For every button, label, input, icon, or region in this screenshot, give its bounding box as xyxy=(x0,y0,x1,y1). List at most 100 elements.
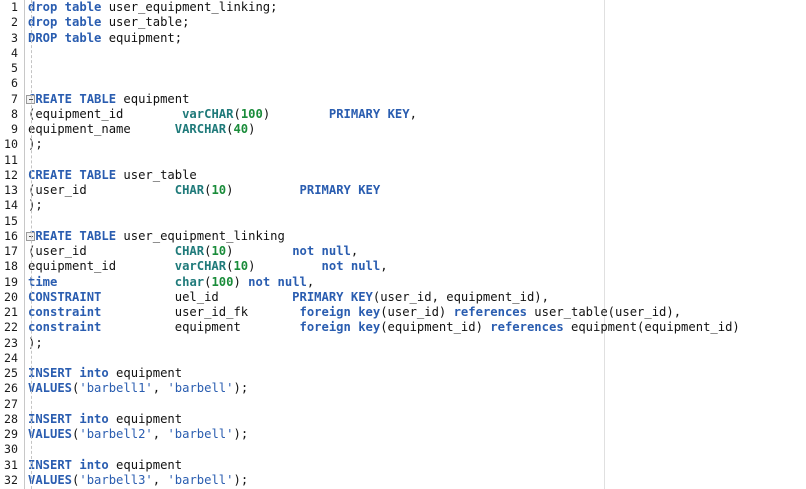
line-number: 18 xyxy=(4,259,18,274)
code-line[interactable]: 31 INSERT into equipment xyxy=(0,458,806,473)
line-number: 17 xyxy=(4,244,18,258)
indent-guide-line xyxy=(31,0,32,489)
token-pln: ( xyxy=(226,122,234,136)
line-content: INSERT into equipment xyxy=(28,412,182,427)
code-line[interactable]: 18 equipment_id varCHAR(10) not null, xyxy=(0,259,806,274)
line-number: 15 xyxy=(4,213,18,228)
token-pln: user_table(user_id), xyxy=(526,305,682,319)
code-line[interactable]: 27 xyxy=(0,397,806,412)
token-pln: ); xyxy=(233,381,249,396)
token-str: 'barbell3' xyxy=(79,472,153,487)
line-content: drop table user_table; xyxy=(28,15,189,30)
code-line[interactable]: 23); xyxy=(0,336,806,351)
token-pln: uel_id xyxy=(101,289,293,304)
token-pln: ( xyxy=(72,472,80,487)
token-typ: char xyxy=(174,274,205,289)
code-line[interactable]: 10); xyxy=(0,137,806,152)
line-number: 31 xyxy=(4,457,18,472)
token-pln: ) xyxy=(262,106,329,121)
token-kw: drop table xyxy=(28,0,102,14)
token-str: 'barbell1' xyxy=(79,381,153,396)
code-line[interactable]: 4 xyxy=(0,46,806,61)
line-content: INSERT into equipment xyxy=(28,366,182,381)
token-pln: user_id_fk xyxy=(101,305,300,319)
code-fold-collapse-icon[interactable] xyxy=(26,231,35,241)
line-content: equipment_id varCHAR(10) not null, xyxy=(28,259,388,274)
line-number: 13 xyxy=(4,183,18,197)
code-fold-collapse-icon[interactable] xyxy=(26,94,35,104)
token-typ: CHAR xyxy=(174,183,205,197)
right-margin-ruler xyxy=(604,0,605,489)
token-pln: equipment_name xyxy=(28,122,175,136)
token-pln: equipment(equipment_id) xyxy=(563,320,740,335)
code-line[interactable]: 6 xyxy=(0,76,806,91)
token-kw: PRIMARY KEY xyxy=(292,289,373,304)
token-kw: foreign key xyxy=(299,305,381,319)
code-line[interactable]: 15 xyxy=(0,214,806,229)
token-pln: equipment xyxy=(108,411,183,426)
code-line[interactable]: 13(user_id CHAR(10) PRIMARY KEY xyxy=(0,183,806,198)
token-pln: ( xyxy=(204,244,212,258)
token-kw: VALUES xyxy=(28,427,73,441)
token-kw: CONSTRAINT xyxy=(28,289,102,304)
code-line[interactable]: 14); xyxy=(0,198,806,213)
token-pln: ( xyxy=(72,427,80,441)
token-pln: user_equipment_linking xyxy=(116,228,285,243)
line-content: (user_id CHAR(10) not null, xyxy=(28,244,358,259)
token-kw: not null xyxy=(248,274,307,289)
token-kw: PRIMARY KEY xyxy=(299,183,381,197)
code-line[interactable]: 25 INSERT into equipment xyxy=(0,366,806,381)
token-typ: CHAR xyxy=(174,244,205,258)
code-line[interactable]: 30 xyxy=(0,442,806,457)
token-pln: equipment xyxy=(101,320,300,335)
line-number: 21 xyxy=(4,305,18,319)
token-num: 10 xyxy=(233,259,249,274)
token-pln: , xyxy=(152,427,168,441)
token-pln: equipment_id xyxy=(28,259,175,274)
token-pln: equipment xyxy=(108,366,183,380)
line-number: 6 xyxy=(11,76,18,91)
line-number: 20 xyxy=(4,289,18,304)
token-kw: CREATE TABLE xyxy=(28,167,117,182)
line-content: equipment_name VARCHAR(40) xyxy=(28,122,256,137)
token-str: 'barbell' xyxy=(167,381,234,396)
token-kw: VALUES xyxy=(28,472,73,487)
line-number: 24 xyxy=(4,350,18,365)
token-pln: equipment xyxy=(108,457,183,472)
code-line[interactable]: 8(equipment_id varCHAR(100) PRIMARY KEY, xyxy=(0,107,806,122)
token-pln: equipment; xyxy=(101,30,183,45)
code-line[interactable]: 11 xyxy=(0,153,806,168)
token-pln: user_table xyxy=(116,167,197,182)
token-typ: varCHAR xyxy=(174,259,227,274)
code-line[interactable]: 5 xyxy=(0,61,806,76)
token-pln: , xyxy=(152,472,168,487)
token-num: 40 xyxy=(233,122,249,136)
token-pln: ) xyxy=(248,122,256,136)
line-content: (equipment_id varCHAR(100) PRIMARY KEY, xyxy=(28,107,417,122)
token-kw: INSERT into xyxy=(28,366,109,380)
code-line[interactable]: 24 xyxy=(0,351,806,366)
token-kw: constraint xyxy=(28,305,102,319)
line-number: 25 xyxy=(4,366,18,380)
line-content: INSERT into equipment xyxy=(28,458,182,473)
code-line[interactable]: 17 (user_id CHAR(10) not null, xyxy=(0,244,806,259)
token-pln: (user_id xyxy=(28,183,175,197)
token-kw: foreign key xyxy=(299,320,381,335)
